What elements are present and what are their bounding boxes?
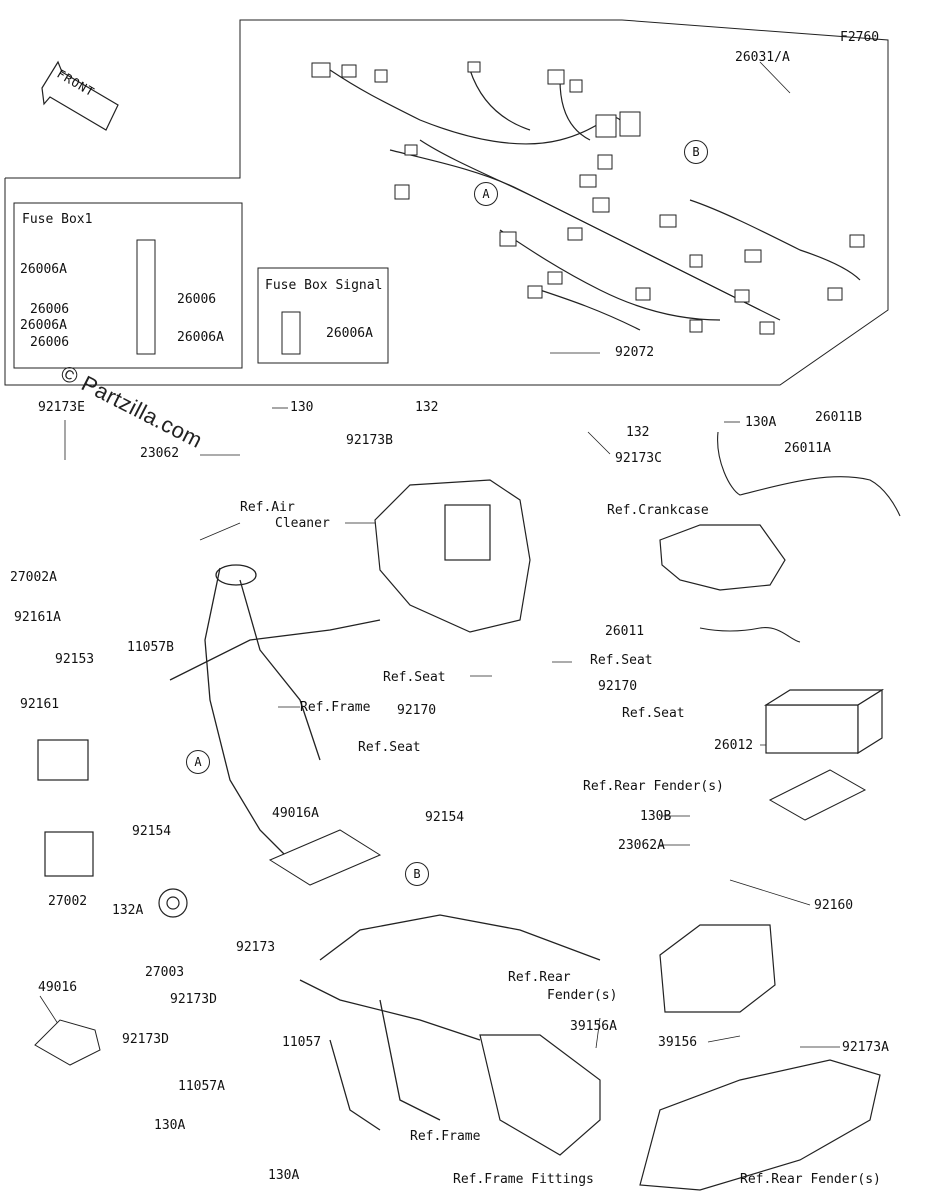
- fuse-box1-label-1: 26006A: [20, 262, 67, 277]
- part-92161a: 92161A: [14, 610, 61, 625]
- battery-case: [659, 924, 776, 1013]
- part-132-a: 132: [415, 400, 439, 415]
- ref-air-cleaner-1: Ref.Air: [240, 500, 295, 515]
- part-39156: 39156: [658, 1035, 698, 1050]
- frame-outline: [169, 564, 601, 1131]
- part-92173b: 92173B: [346, 433, 393, 448]
- leader-lines: [39, 61, 840, 1049]
- crankcase: [659, 524, 786, 591]
- part-27002: 27002: [48, 894, 88, 909]
- ecu-units: [37, 739, 94, 877]
- harness-group-outline: [4, 19, 889, 386]
- part-92170-a: 92170: [397, 703, 437, 718]
- part-49016: 49016: [38, 980, 78, 995]
- part-27003: 27003: [145, 965, 185, 980]
- part-132a: 132A: [112, 903, 144, 918]
- part-130a-top: 130A: [745, 415, 777, 430]
- ref-seat-2: Ref.Seat: [590, 653, 653, 668]
- part-130b: 130B: [640, 809, 672, 824]
- part-130a-a: 130A: [154, 1118, 186, 1133]
- wiring-harness: [329, 69, 861, 331]
- part-26031a: 26031/A: [735, 50, 790, 65]
- callout-b-2: B: [405, 862, 429, 886]
- part-23062: 23062: [140, 446, 180, 461]
- fuse-box1-label-4: 26006: [30, 335, 70, 350]
- part-92154-b: 92154: [425, 810, 465, 825]
- figure-code: F2760: [840, 30, 880, 45]
- part-92072: 92072: [615, 345, 655, 360]
- harness-connectors: [311, 61, 865, 335]
- mats: [34, 769, 867, 1066]
- part-130a-b: 130A: [268, 1168, 300, 1183]
- part-130-top: 130: [290, 400, 314, 415]
- air-cleaner: [374, 479, 531, 633]
- part-92173: 92173: [236, 940, 276, 955]
- part-39156a: 39156A: [570, 1019, 617, 1034]
- fuse-box1-label-3: 26006A: [20, 318, 67, 333]
- ref-frame-2: Ref.Frame: [410, 1129, 481, 1144]
- ref-air-cleaner-2: Cleaner: [275, 516, 330, 531]
- battery-cable: [699, 431, 901, 643]
- fuse-box-signal-label: 26006A: [326, 326, 373, 341]
- fuse-box1-label-5: 26006: [177, 292, 217, 307]
- part-23062a: 23062A: [618, 838, 665, 853]
- fuse-box-signal-frame: [257, 267, 389, 364]
- ref-rear-fender-2a: Ref.Rear: [508, 970, 571, 985]
- callout-a-1: A: [474, 182, 498, 206]
- ref-frame-1: Ref.Frame: [300, 700, 371, 715]
- frame-fitting-cover: [479, 1034, 601, 1156]
- fuse-box1-label-6: 26006A: [177, 330, 224, 345]
- fuse-box1-title: Fuse Box1: [22, 212, 93, 227]
- part-132-b: 132: [626, 425, 650, 440]
- fuse-box1-label-2: 26006: [30, 302, 70, 317]
- fuse-block-icon: [136, 239, 156, 355]
- part-92154-a: 92154: [132, 824, 172, 839]
- ref-seat-3: Ref.Seat: [622, 706, 685, 721]
- ref-rear-fender-1: Ref.Rear Fender(s): [583, 779, 724, 794]
- horn: [158, 888, 188, 918]
- part-11057a: 11057A: [178, 1079, 225, 1094]
- part-27002a: 27002A: [10, 570, 57, 585]
- part-92173a: 92173A: [842, 1040, 889, 1055]
- ref-seat-4: Ref.Seat: [358, 740, 421, 755]
- fuse-signal-icon: [281, 311, 301, 355]
- part-11057: 11057: [282, 1035, 322, 1050]
- ref-seat-1: Ref.Seat: [383, 670, 446, 685]
- part-92173d-b: 92173D: [122, 1032, 169, 1047]
- rear-fender: [639, 1059, 881, 1191]
- part-92173c: 92173C: [615, 451, 662, 466]
- part-49016a: 49016A: [272, 806, 319, 821]
- callout-a-2: A: [186, 750, 210, 774]
- part-92153: 92153: [55, 652, 95, 667]
- part-26012: 26012: [714, 738, 754, 753]
- part-26011b: 26011B: [815, 410, 862, 425]
- ref-crankcase: Ref.Crankcase: [607, 503, 709, 518]
- fuse-box-signal-title: Fuse Box Signal: [265, 278, 383, 293]
- ref-rear-fender-3: Ref.Rear Fender(s): [740, 1172, 881, 1187]
- front-arrow-shape: [41, 60, 119, 131]
- part-26011: 26011: [605, 624, 645, 639]
- ref-frame-fittings: Ref.Frame Fittings: [453, 1172, 594, 1187]
- part-92170-b: 92170: [598, 679, 638, 694]
- part-26011a: 26011A: [784, 441, 831, 456]
- part-92160: 92160: [814, 898, 854, 913]
- part-92161: 92161: [20, 697, 60, 712]
- fuse-box1-frame: [13, 202, 243, 369]
- battery: [763, 688, 885, 755]
- part-11057b: 11057B: [127, 640, 174, 655]
- callout-b-1: B: [684, 140, 708, 164]
- ref-rear-fender-2b: Fender(s): [547, 988, 618, 1003]
- part-92173e: 92173E: [38, 400, 85, 415]
- part-92173d-a: 92173D: [170, 992, 217, 1007]
